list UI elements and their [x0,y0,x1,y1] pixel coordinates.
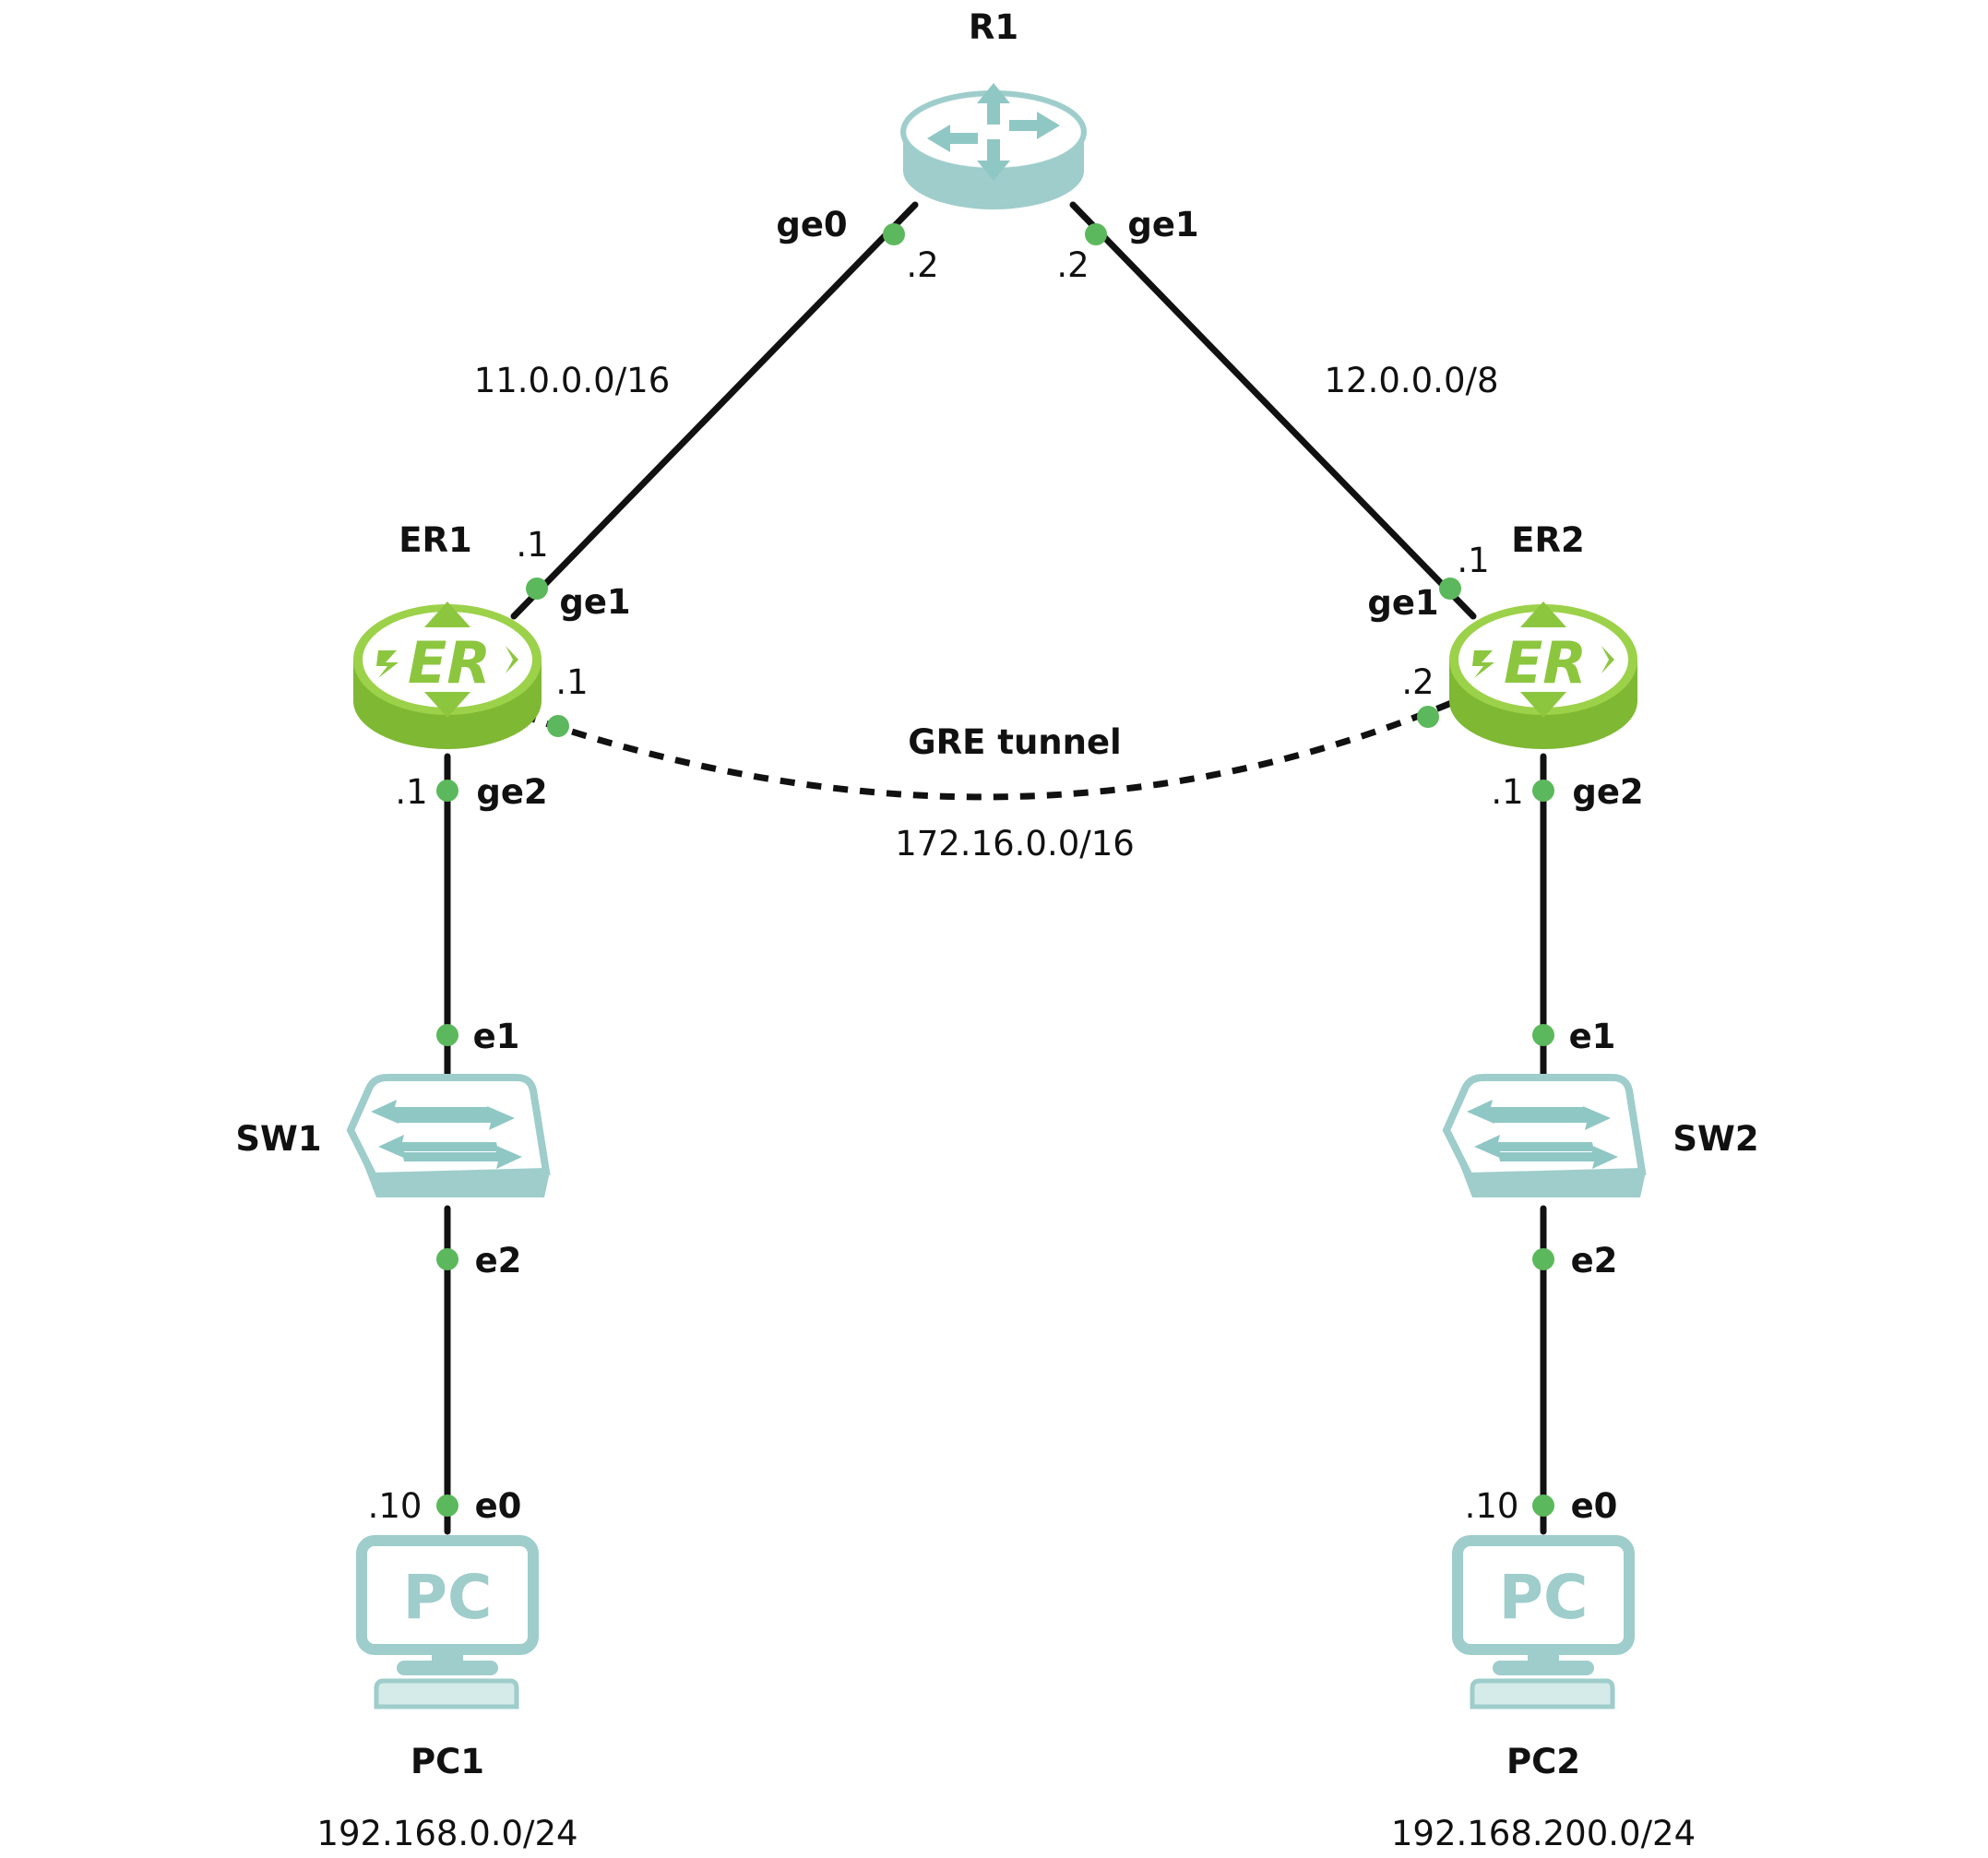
node-label-er2: ER2 [1511,520,1585,560]
port-dot-er1-ge2[interactable] [436,780,458,802]
er1-body-top-inner [363,612,532,708]
pc-icon: PC [356,1535,539,1709]
edge-router-icon: ER [353,601,542,749]
port-addr-er1-ge1: .1 [516,525,548,565]
port-addr-pc1-e0: .10 [368,1486,423,1526]
port-name-r1-ge0: ge0 [776,205,847,244]
port-name-sw2-e2: e2 [1571,1241,1618,1280]
port-dot-er1-ge1[interactable] [526,578,548,600]
port-addr-pc2-e0: .10 [1465,1486,1519,1526]
port-dots [436,223,1554,1517]
node-label-er1: ER1 [399,520,472,560]
port-name-sw2-e1: e1 [1569,1017,1616,1056]
node-r1[interactable]: R1 [900,7,1087,209]
port-dot-pc1-e0[interactable] [436,1495,458,1517]
network-r1-er2: 12.0.0.0/8 [1325,361,1499,400]
node-er2[interactable]: ER ER2 [1449,520,1637,749]
switch-icon [1442,1074,1647,1197]
links [444,201,1547,1535]
link-r1-er1 [510,201,919,620]
port-name-r1-ge1: ge1 [1127,205,1198,244]
node-label-pc1: PC1 [411,1742,484,1781]
lan-network-pc1: 192.168.0.0/24 [316,1814,577,1853]
port-name-er1-ge1: ge1 [559,582,630,622]
node-pc1[interactable]: PC PC1 192.168.0.0/24 [316,1535,578,1853]
sw2-arrows [1467,1100,1618,1169]
pc-icon: PC [1452,1535,1635,1709]
pc2-monitor [1452,1535,1635,1655]
network-r1-er1: 11.0.0.0/16 [474,361,671,400]
er1-down-arrow [424,692,470,718]
port-addr-r1-ge0: .2 [906,245,938,285]
pc2-stand-base [1493,1661,1594,1675]
node-label-sw1: SW1 [235,1119,321,1159]
port-name-sw1-e2: e2 [475,1241,522,1280]
port-labels: ge0 .2 ge1 .2 .1 ge1 .1 ge1 .1 .2 .1 ge2… [368,205,1644,1526]
pc1-keyboard [374,1678,519,1709]
er2-body-top-inner [1458,612,1628,708]
port-name-pc2-e0: e0 [1571,1486,1618,1526]
port-addr-r1-ge1: .2 [1056,245,1089,285]
port-dot-sw1-e2[interactable] [436,1248,458,1270]
port-dot-r1-ge0[interactable] [883,223,905,245]
node-label-r1: R1 [969,7,1018,47]
node-label-pc2: PC2 [1506,1742,1580,1781]
port-dot-sw2-e2[interactable] [1532,1248,1554,1270]
switch-icon [346,1074,551,1197]
port-name-er1-ge2: ge2 [476,772,547,812]
port-dot-er2-ge1[interactable] [1439,578,1461,600]
port-dot-er2-tunnel[interactable] [1417,706,1439,728]
node-label-sw2: SW2 [1673,1119,1758,1159]
port-dot-sw1-e1[interactable] [436,1024,458,1046]
port-addr-er1-ge2: .1 [395,772,427,812]
port-addr-er2-ge1: .1 [1457,541,1489,580]
node-sw2[interactable]: SW2 [1442,1074,1759,1197]
port-name-sw1-e1: e1 [473,1017,520,1056]
er1-up-arrow [424,601,470,627]
port-name-er2-ge1: ge1 [1367,583,1438,623]
gre-tunnel-link [519,697,1458,801]
gre-tunnel-network: 172.16.0.0/16 [895,824,1135,863]
port-dot-er2-ge2[interactable] [1532,780,1554,802]
port-dot-r1-ge1[interactable] [1085,223,1107,245]
port-addr-er1-tunnel: .1 [555,662,588,702]
port-name-pc1-e0: e0 [475,1486,522,1526]
link-r1-er2 [1069,201,1477,620]
node-sw1[interactable]: SW1 [235,1074,551,1197]
lan-network-pc2: 192.168.200.0/24 [1391,1814,1696,1853]
router-icon [900,83,1087,209]
pc2-icon-text: PC [1499,1562,1589,1633]
node-er1[interactable]: ER ER1 [353,520,542,749]
network-labels: 11.0.0.0/16 12.0.0.0/8 GRE tunnel 172.16… [474,361,1499,863]
port-addr-er2-ge2: .1 [1491,772,1523,812]
port-dot-sw2-e1[interactable] [1532,1024,1554,1046]
port-dot-er1-tunnel[interactable] [547,715,569,737]
er1-icon-text: ER [408,629,491,697]
pc1-stand-base [397,1661,498,1675]
er1-left-bolt [376,650,399,678]
port-name-er2-ge2: ge2 [1572,772,1643,812]
er2-right-chevron [1601,646,1614,673]
er2-up-arrow [1520,601,1566,627]
er1-right-chevron [506,646,518,673]
edge-router-icon: ER [1449,601,1637,749]
pc2-keyboard [1470,1678,1615,1709]
sw1-arrows [371,1100,522,1169]
pc1-monitor [356,1535,539,1655]
port-addr-er2-tunnel: .2 [1401,662,1434,702]
gre-tunnel-label: GRE tunnel [908,722,1122,762]
er2-left-bolt [1472,650,1494,678]
er2-icon-text: ER [1504,629,1587,697]
node-pc2[interactable]: PC PC2 192.168.200.0/24 [1391,1535,1696,1853]
pc1-icon-text: PC [403,1562,493,1633]
port-dot-pc2-e0[interactable] [1532,1495,1554,1517]
router-arrows [927,83,1060,181]
er2-down-arrow [1520,692,1566,718]
